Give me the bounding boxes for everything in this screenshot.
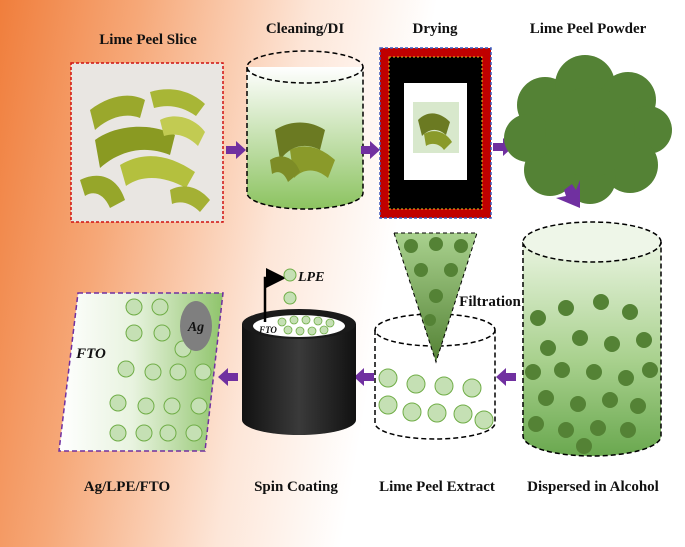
lpe-drop (283, 268, 297, 282)
cleaning-label: Cleaning/DI (266, 21, 345, 37)
powder-cloud (504, 55, 672, 204)
lime-peel-pieces (80, 89, 210, 212)
spin-coater-body (242, 324, 356, 435)
flow-arrow-5 (496, 368, 516, 386)
lime-peel-slice-step: Lime Peel Slice (70, 32, 224, 223)
flow-arrow-2 (361, 141, 380, 159)
lime-peel-extract-label: Lime Peel Extract (379, 479, 495, 495)
filtration-label: Filtration (459, 294, 521, 310)
ag-electrode (180, 301, 212, 351)
lpe-dropper-arrow (263, 268, 286, 322)
lpe-label: LPE (297, 270, 324, 285)
flow-arrow-6 (354, 368, 374, 386)
spin-coating-step: FTO LPE Spin Coating (242, 268, 356, 495)
dispersed-step: Dispersed in Alcohol (522, 221, 662, 495)
dispersed-label: Dispersed in Alcohol (527, 479, 659, 495)
fto-disk-label: FTO (258, 325, 277, 335)
lpe-drop (283, 291, 297, 305)
drying-label: Drying (413, 21, 459, 37)
lime-peel-powder-step: Lime Peel Powder (504, 21, 672, 204)
spin-coated-particles (277, 315, 335, 336)
lime-peel-extract-step: Lime Peel Extract (374, 313, 496, 495)
flow-arrow-1 (226, 141, 246, 159)
product-step: Ag FTO Ag/LPE/FTO (58, 292, 224, 495)
substrate-particles (109, 298, 212, 442)
alcohol-beaker-rim (522, 221, 662, 263)
cleaning-step: Cleaning/DI (246, 21, 364, 210)
extract-particles (378, 368, 494, 430)
product-label: Ag/LPE/FTO (84, 479, 170, 495)
fto-substrate-label: FTO (75, 346, 106, 362)
alcohol-beaker-body (523, 242, 661, 456)
ag-label: Ag (187, 320, 204, 335)
flow-arrow-7 (218, 368, 238, 386)
drying-step: Drying (379, 21, 492, 219)
lime-peel-powder-label: Lime Peel Powder (530, 21, 647, 37)
cleaning-beaker-rim (246, 50, 364, 84)
lime-peel-in-water (270, 122, 335, 182)
lime-peel-slice-label: Lime Peel Slice (99, 32, 197, 48)
funnel-particles (404, 237, 468, 326)
spin-coating-label: Spin Coating (254, 479, 338, 495)
dispersed-particles (525, 294, 658, 454)
flow-arrow-4 (556, 180, 580, 208)
filtration-step: Filtration (393, 232, 521, 364)
